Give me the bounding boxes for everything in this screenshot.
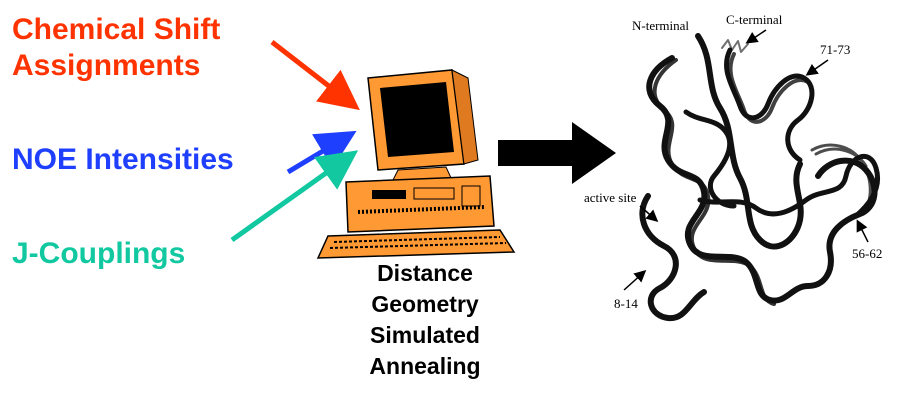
- active-site-pointer: [639, 205, 659, 222]
- noe-label: NOE Intensities: [12, 143, 234, 176]
- method-annealing: Annealing: [369, 353, 481, 379]
- j-couplings-arrow: [230, 150, 359, 243]
- method-simulated: Simulated: [370, 322, 480, 348]
- chemical-shift-arrow: [270, 40, 360, 111]
- residues-56-62-pointer: [856, 219, 869, 243]
- residues-8-14-pointer: [623, 269, 647, 291]
- c-terminal-label: C-terminal: [726, 12, 783, 27]
- chemical-shift-label: Chemical Shift Assignments: [12, 13, 221, 82]
- residues-8-14-label: 8-14: [614, 296, 638, 311]
- computer-icon: [316, 69, 516, 259]
- residues-71-73-pointer: [805, 59, 829, 76]
- residues-71-73-label: 71-73: [820, 42, 851, 57]
- active-site-label: active site: [584, 190, 637, 205]
- j-couplings-label: J-Couplings: [12, 237, 186, 270]
- n-terminal-label: N-terminal: [632, 18, 690, 33]
- big-arrow-icon: [498, 122, 616, 184]
- protein-ensemble: [639, 33, 880, 322]
- method-geometry: Geometry: [371, 291, 479, 317]
- method-labels: Distance Geometry Simulated Annealing: [330, 258, 520, 382]
- method-distance: Distance: [377, 260, 473, 286]
- residues-56-62-label: 56-62: [852, 246, 883, 261]
- c-terminal-pointer: [745, 29, 767, 44]
